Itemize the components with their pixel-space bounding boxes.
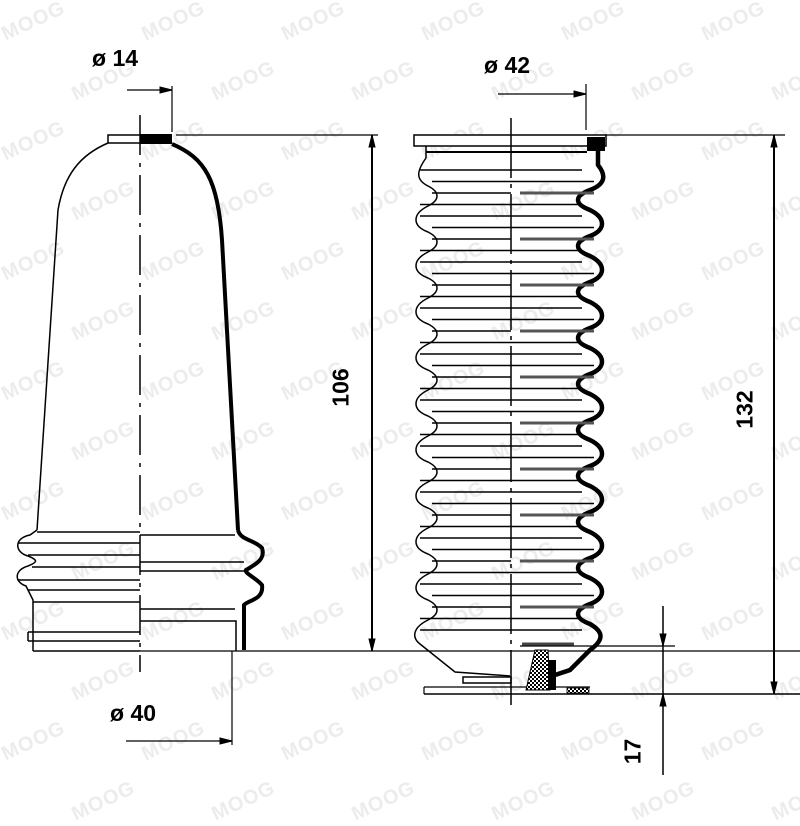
dimension-length-right: 132 xyxy=(731,390,758,429)
bellows-boot-drawing xyxy=(413,84,800,775)
dimension-mount-height: 17 xyxy=(619,738,646,765)
dimension-top-diameter-right: ø 42 xyxy=(484,52,531,78)
dimension-length-left: 106 xyxy=(327,368,354,407)
dimension-bottom-diameter-left: ø 40 xyxy=(110,700,157,726)
dimension-top-diameter-left: ø 14 xyxy=(92,45,139,71)
tapered-boot-drawing xyxy=(16,86,800,745)
